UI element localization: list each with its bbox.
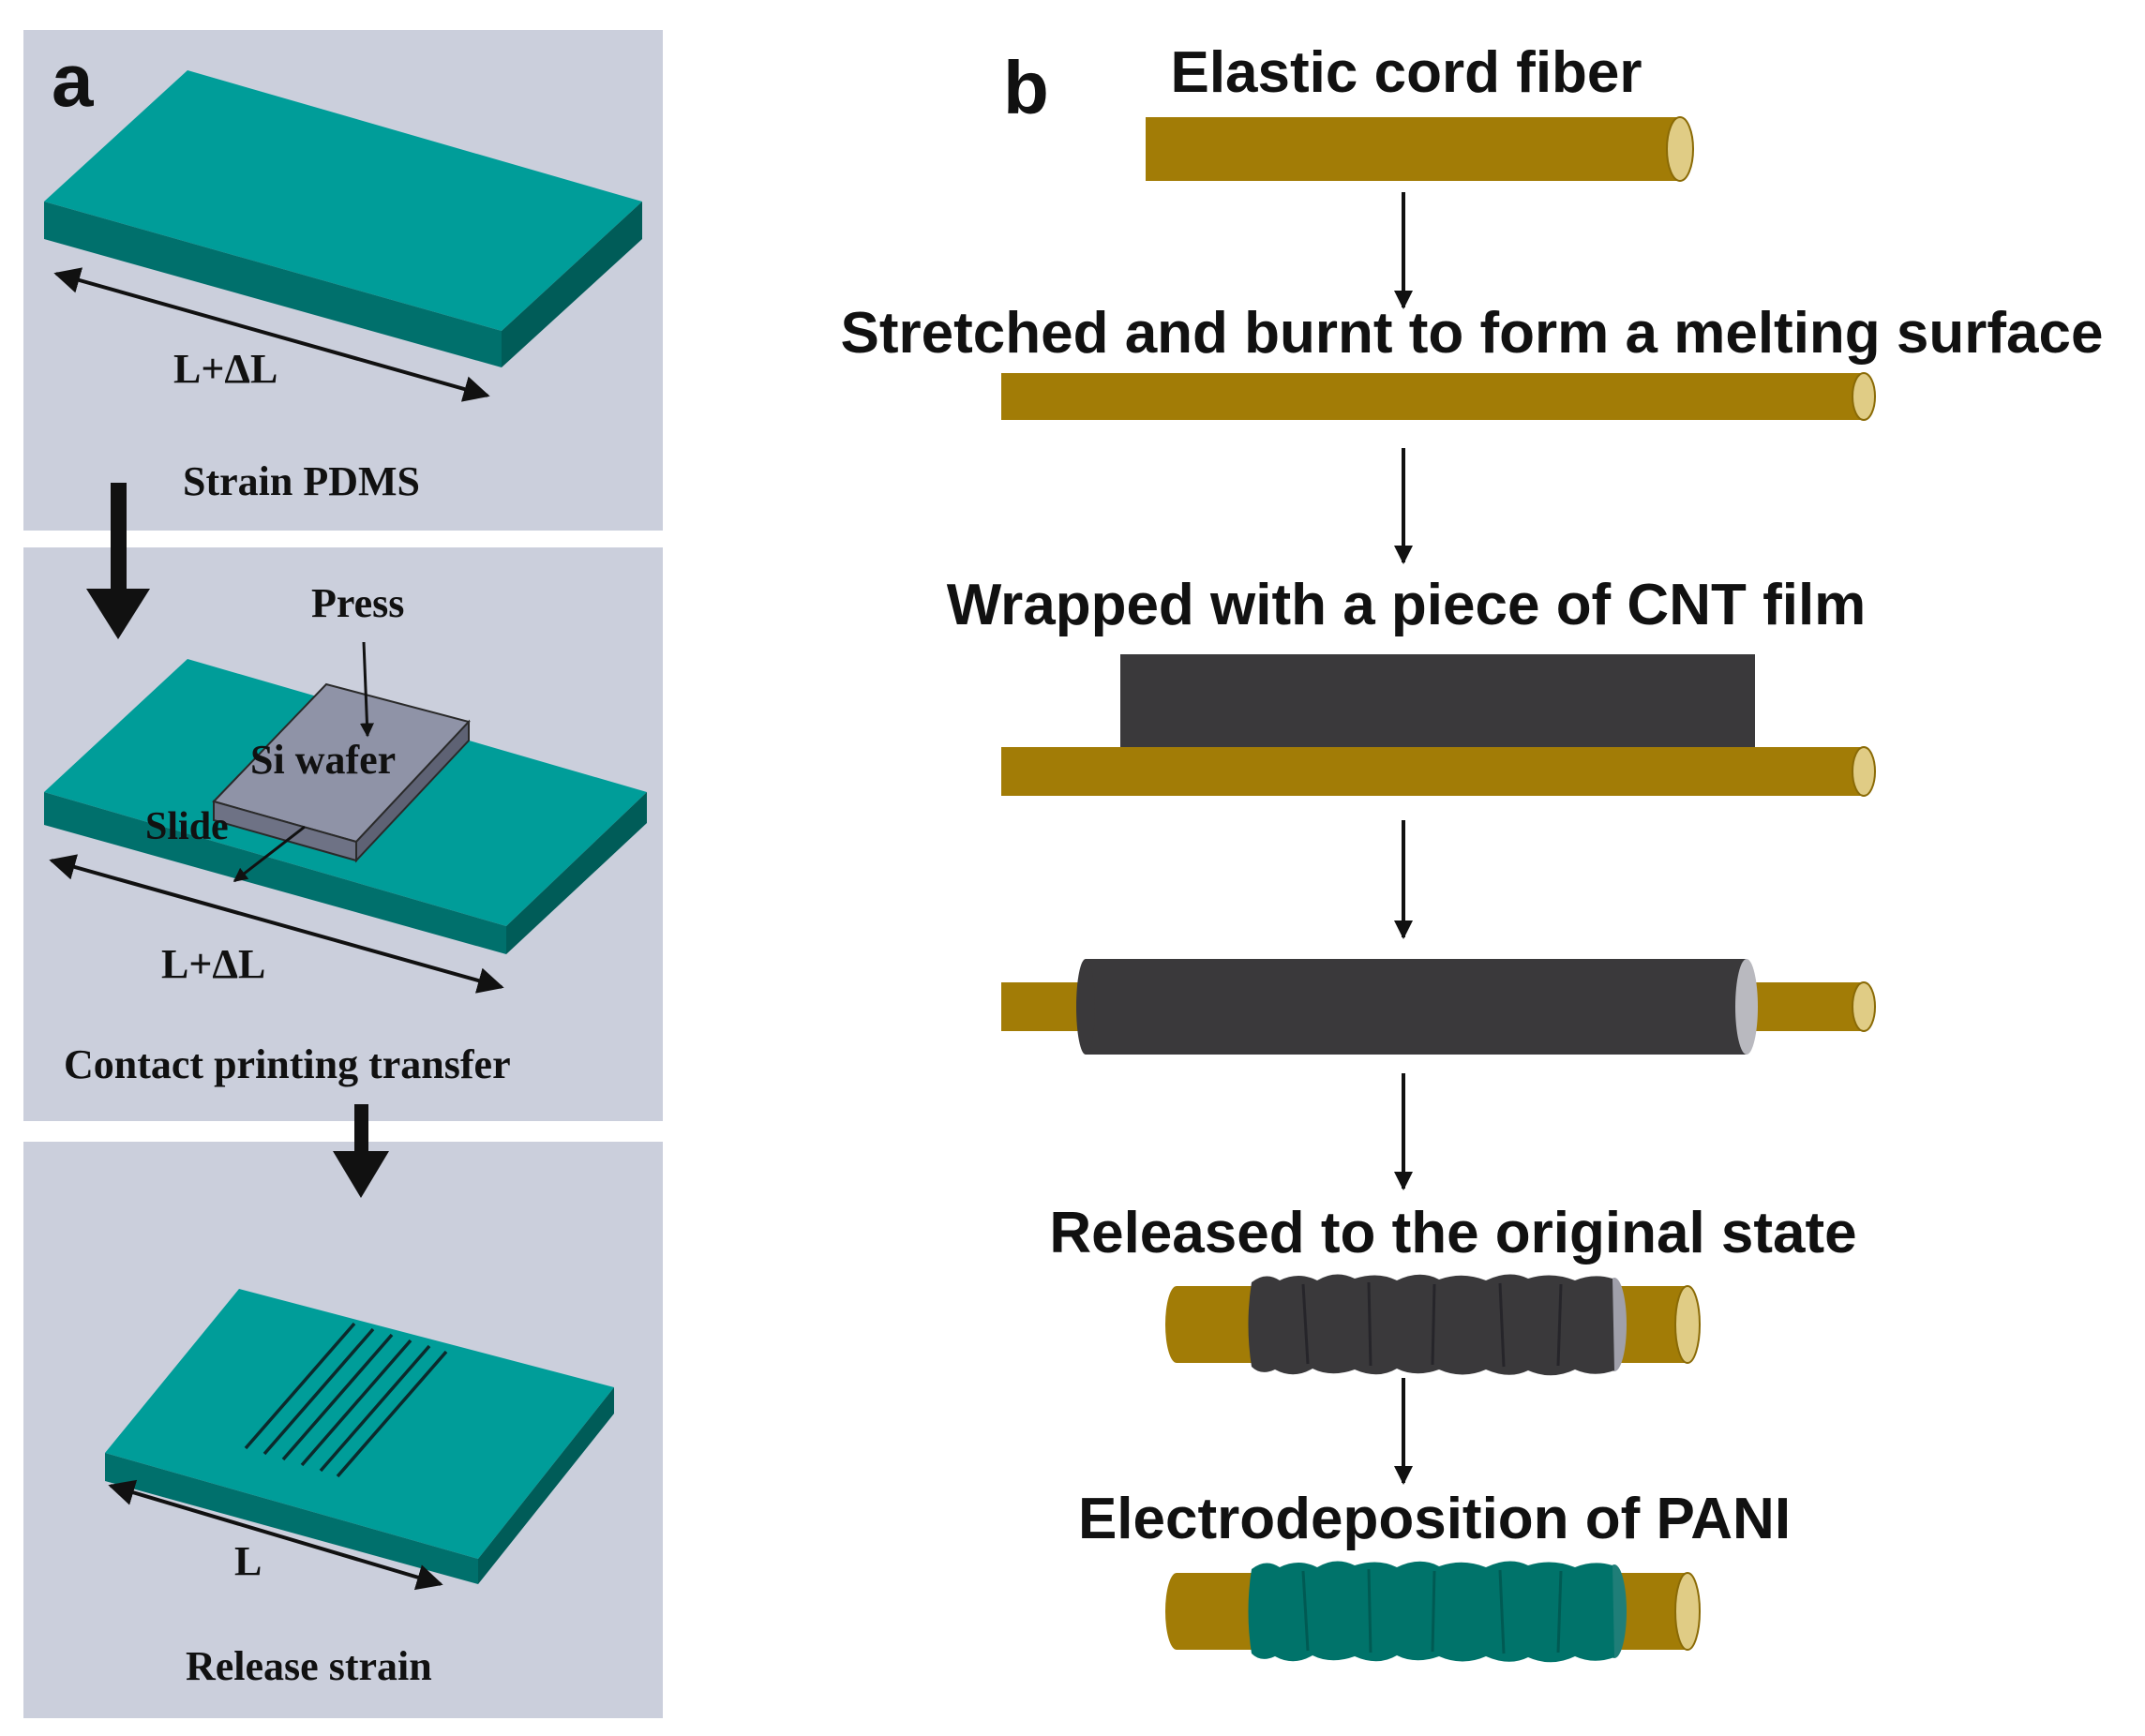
printed-lines [244,1322,448,1478]
dimension-label-2: L+ΔL [161,941,266,987]
fiber-4-wrapped [1001,959,1876,1055]
slide-label: Slide [145,805,229,848]
caption-release-strain: Release strain [186,1643,432,1689]
cnt-film-sheet [1120,654,1755,753]
pdms-slab-released [105,1289,614,1584]
step-arrow-a1 [86,483,150,639]
fiber-3 [1001,746,1876,797]
step-arrow-a2 [333,1104,389,1198]
step-label-released: Released to the original state [1049,1201,1857,1265]
fiber-5-buckled [1165,1274,1701,1376]
length-arrow-2 [49,854,504,994]
panel-b-letter: b [1003,46,1049,129]
press-arrow [359,641,374,738]
fiber-2 [1001,372,1876,421]
dimension-label-1: L+ΔL [173,346,278,392]
step-label-elastic-cord-fiber: Elastic cord fiber [1170,40,1642,105]
fiber-6-pani [1165,1561,1701,1663]
step-label-wrapped-cnt: Wrapped with a piece of CNT film [946,573,1867,637]
fiber-1 [1146,116,1694,182]
dimension-label-3: L [234,1538,262,1584]
si-wafer [212,682,471,863]
step-label-stretched-burnt: Stretched and burnt to form a melting su… [840,301,2104,366]
panel-a-letter: a [52,38,94,122]
press-label: Press [311,580,405,626]
pdms-slab-stretched [44,70,642,367]
si-wafer-label: Si wafer [250,737,397,783]
length-arrow-1 [53,267,490,402]
length-arrow-3 [108,1479,443,1591]
step-label-electrodeposition: Electrodeposition of PANI [1077,1487,1792,1551]
caption-strain-pdms: Strain PDMS [183,458,420,504]
caption-contact-printing: Contact printing transfer [64,1041,511,1087]
